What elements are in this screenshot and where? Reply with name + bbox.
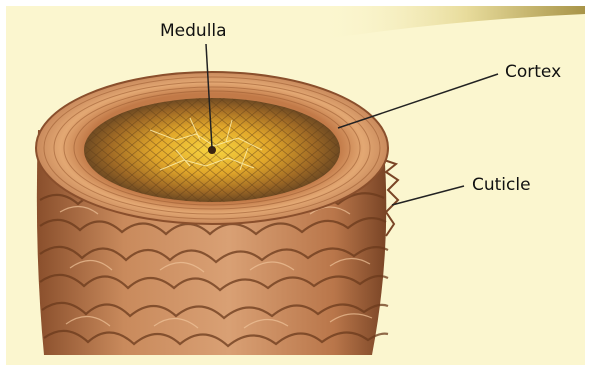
- cuticle-label: Cuticle: [472, 177, 531, 194]
- cortex-label: Cortex: [505, 64, 561, 81]
- medulla-label: Medulla: [160, 23, 227, 40]
